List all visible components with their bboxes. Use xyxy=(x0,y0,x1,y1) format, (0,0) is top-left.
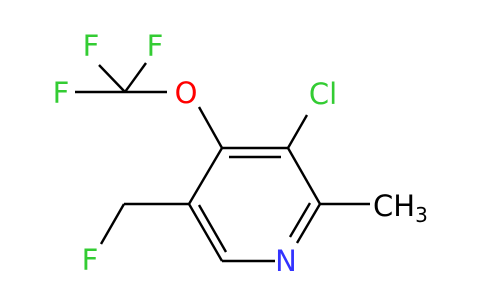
bond-cf3-f-top-left xyxy=(98,64,126,93)
methyl-group-label: CH3 xyxy=(373,189,428,227)
fluorine-atom-bottom: F xyxy=(82,243,99,277)
nitrogen-atom: N xyxy=(275,244,297,278)
chlorine-atom: Cl xyxy=(309,77,337,111)
bond-c2-n-inner xyxy=(288,202,312,238)
fluorine-atom-top-right: F xyxy=(147,29,164,63)
bond-c6-c5 xyxy=(187,203,224,262)
bond-c5-c4 xyxy=(187,147,224,205)
methyl-subscript: 3 xyxy=(415,203,428,227)
bond-c6-c5-inner xyxy=(197,204,228,253)
bond-c3-cl xyxy=(286,114,309,149)
fluorine-atom-top-left: F xyxy=(83,29,100,63)
methyl-ch-text: CH xyxy=(373,189,415,223)
fluorine-atom-left: F xyxy=(53,76,70,110)
bond-ch2-f xyxy=(99,203,126,245)
bond-o-c4 xyxy=(197,106,224,149)
bond-cf3-f-top-right xyxy=(124,62,147,93)
bond-c3-c2 xyxy=(286,147,322,205)
oxygen-atom: O xyxy=(175,76,198,110)
bond-c2-n xyxy=(295,203,322,244)
